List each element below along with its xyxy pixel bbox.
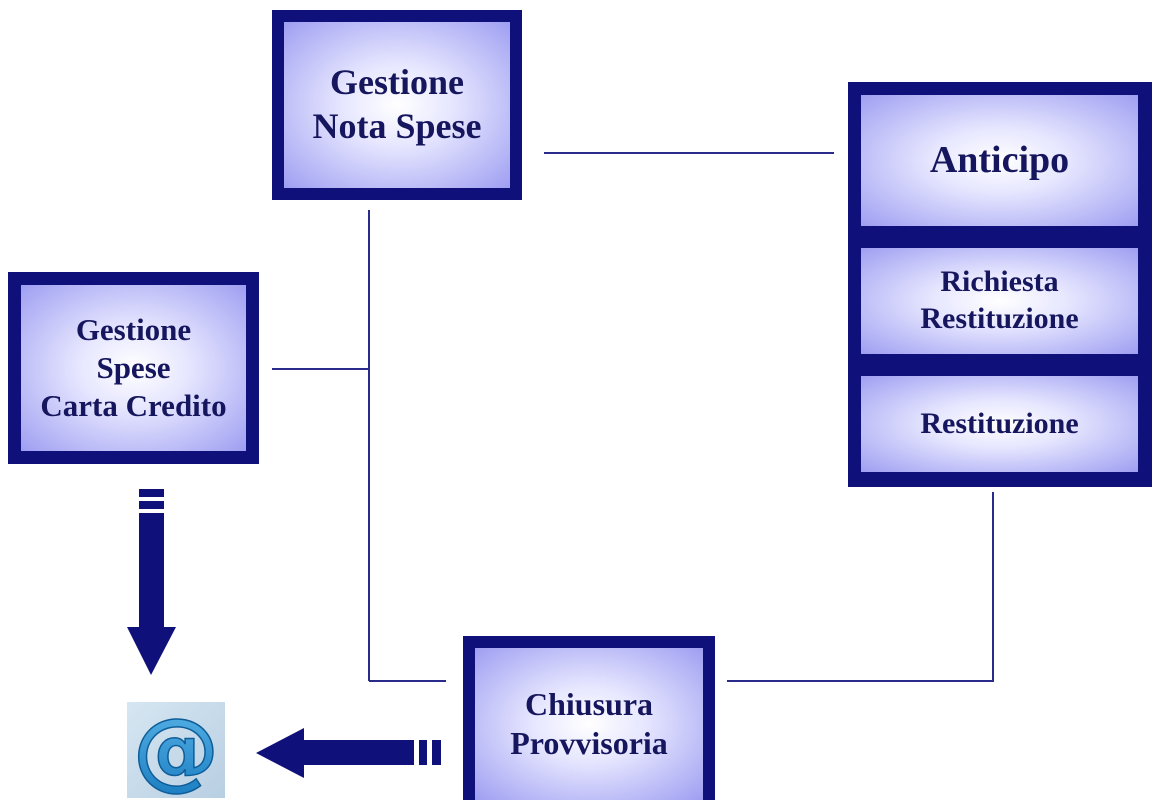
node-gestione-spese-carta-frame: Gestione Spese Carta Credito — [8, 272, 259, 464]
node-chiusura-provvisoria-frame: Chiusura Provvisoria — [463, 636, 715, 800]
arrow-left-icon — [256, 728, 441, 778]
svg-text:@: @ — [133, 705, 219, 795]
node-anticipo-label: Anticipo — [929, 139, 1070, 182]
node-chiusura-provvisoria[interactable]: Chiusura Provvisoria — [475, 648, 703, 800]
email-icon-tile[interactable]: @ — [127, 702, 225, 798]
node-gestione-nota-spese-label: Gestione Nota Spese — [312, 62, 482, 146]
node-gestione-spese-carta-label: Gestione Spese Carta Credito — [40, 312, 227, 423]
node-restituzione-label: Restituzione — [920, 406, 1079, 440]
node-gestione-nota-spese[interactable]: Gestione Nota Spese — [284, 22, 510, 188]
node-richiesta-restituzione[interactable]: Richiesta Restituzione — [861, 248, 1138, 354]
at-sign-icon: @ — [132, 705, 220, 795]
node-gestione-nota-spese-frame: Gestione Nota Spese — [272, 10, 522, 200]
node-chiusura-provvisoria-label: Chiusura Provvisoria — [510, 685, 668, 761]
node-gestione-spese-carta[interactable]: Gestione Spese Carta Credito — [21, 285, 246, 451]
line-restituzione-to-chiusura — [727, 492, 994, 682]
node-anticipo[interactable]: Anticipo — [861, 95, 1138, 226]
arrow-down-icon — [127, 489, 176, 675]
node-restituzione[interactable]: Restituzione — [861, 376, 1138, 472]
anticipo-group-frame: Anticipo Richiesta Restituzione Restituz… — [848, 82, 1152, 487]
node-richiesta-restituzione-label: Richiesta Restituzione — [920, 265, 1079, 335]
